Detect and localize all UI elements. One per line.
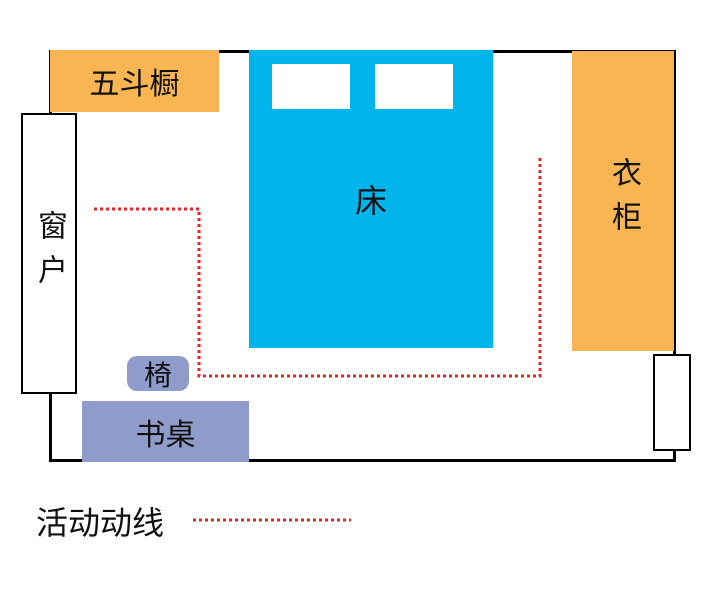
- wardrobe-label: 衣柜: [606, 157, 641, 245]
- wardrobe: 衣柜: [572, 51, 674, 351]
- pillow-right: [375, 64, 453, 109]
- door: [653, 354, 691, 451]
- chair: 椅: [127, 356, 189, 392]
- desk-label: 书桌: [135, 417, 196, 453]
- bed-label: 床: [354, 182, 387, 220]
- window-label: 窗户: [32, 209, 67, 298]
- dresser: 五斗橱: [50, 50, 219, 112]
- chair-label: 椅: [143, 358, 172, 392]
- window: 窗户: [21, 113, 77, 394]
- movement-path: [94, 155, 542, 378]
- legend-label: 活动动线: [36, 504, 165, 542]
- desk: 书桌: [82, 401, 249, 462]
- dresser-label: 五斗橱: [89, 67, 180, 102]
- pillow-left: [272, 64, 350, 109]
